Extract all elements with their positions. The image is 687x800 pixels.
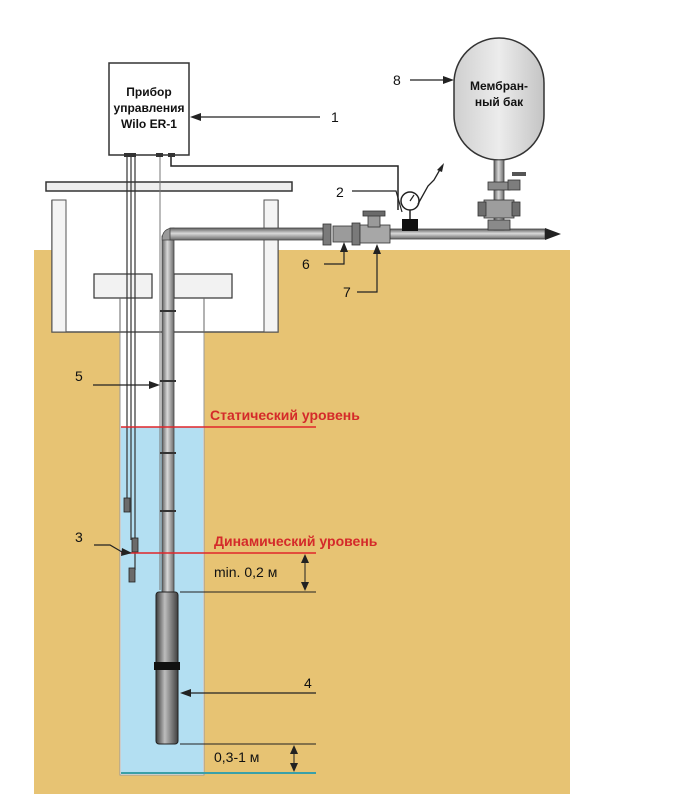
tank-label-1: Мембран- bbox=[470, 79, 528, 93]
callout-1-number: 1 bbox=[331, 109, 339, 125]
callout-7-number: 7 bbox=[343, 284, 351, 300]
callout-8-number: 8 bbox=[393, 72, 401, 88]
callout-5-number: 5 bbox=[75, 368, 83, 384]
horizontal-pipe bbox=[169, 227, 329, 241]
callout-6-number: 6 bbox=[302, 256, 310, 272]
electrical-output-symbol bbox=[417, 165, 443, 205]
tank-drain-valve bbox=[507, 179, 521, 191]
callout-4-number: 4 bbox=[304, 675, 312, 691]
control-box-terminal-1 bbox=[124, 153, 136, 157]
callout-4-arrow bbox=[180, 689, 191, 697]
tank-valve-flange-right bbox=[511, 201, 521, 217]
control-box-label-2: управления bbox=[114, 101, 185, 115]
pipe-clamp-4 bbox=[160, 510, 176, 512]
signal-line bbox=[170, 157, 399, 210]
tank-tee bbox=[487, 219, 511, 231]
tee-fitting bbox=[359, 224, 391, 244]
min-gap-arrow-down bbox=[301, 582, 309, 591]
flange-2 bbox=[351, 222, 361, 246]
callout-8-arrow bbox=[443, 76, 454, 84]
tank-riser bbox=[493, 159, 505, 231]
tank-label-2: ный бак bbox=[475, 95, 524, 109]
check-valve bbox=[332, 225, 354, 243]
pipe-clamp-1 bbox=[160, 310, 176, 312]
electrical-output-arrow bbox=[437, 163, 444, 172]
control-box-label-3: Wilo ER-1 bbox=[121, 117, 177, 131]
control-box-terminal-2 bbox=[156, 153, 163, 157]
min-gap-arrow-up bbox=[301, 554, 309, 563]
callout-3-line bbox=[94, 544, 123, 553]
well-head-right bbox=[173, 273, 233, 299]
pipe-clamp-2 bbox=[160, 380, 176, 382]
chamber-wall-right bbox=[263, 199, 279, 333]
shutoff-valve-handle bbox=[362, 210, 386, 217]
pipe-clamp-3 bbox=[160, 452, 176, 454]
tank-fitting-1 bbox=[487, 181, 511, 191]
tank-valve-flange-left bbox=[477, 201, 487, 217]
riser-pipe bbox=[161, 235, 175, 595]
bottom-gap-label: 0,3-1 м bbox=[214, 749, 259, 765]
bottom-gap-arrow-down bbox=[290, 763, 298, 772]
bottom-gap-arrow-up bbox=[290, 745, 298, 754]
callout-2-line bbox=[352, 190, 403, 213]
level-probe-2 bbox=[131, 537, 139, 553]
gauge-needle bbox=[409, 194, 415, 202]
control-box-label-1: Прибор bbox=[126, 85, 171, 99]
chamber-wall-left bbox=[51, 199, 67, 333]
control-box bbox=[108, 62, 190, 156]
dynamic-level-label: Динамический уровень bbox=[214, 533, 378, 549]
static-level-label: Статический уровень bbox=[210, 407, 360, 423]
callout-2-number: 2 bbox=[336, 184, 344, 200]
well-head-left bbox=[93, 273, 153, 299]
tank-valve-body bbox=[483, 199, 515, 219]
flow-arrow bbox=[545, 228, 561, 240]
min-gap-label: min. 0,2 м bbox=[214, 564, 277, 580]
flange-left bbox=[322, 223, 332, 246]
callout-1-arrow bbox=[190, 113, 201, 121]
chamber-cover bbox=[45, 181, 293, 192]
callout-3-arrow bbox=[121, 548, 132, 556]
pressure-switch bbox=[402, 219, 418, 231]
callout-6-arrow bbox=[340, 242, 348, 252]
level-probe-3 bbox=[128, 567, 136, 583]
callout-7-arrow bbox=[373, 244, 381, 254]
pump-band bbox=[154, 662, 180, 670]
level-probe-1 bbox=[123, 497, 131, 513]
tank-drain-handle bbox=[512, 172, 526, 176]
callout-3-number: 3 bbox=[75, 529, 83, 545]
callout-7-line bbox=[357, 248, 378, 293]
control-box-terminal-3 bbox=[168, 153, 175, 157]
callout-5-arrow bbox=[149, 381, 160, 389]
